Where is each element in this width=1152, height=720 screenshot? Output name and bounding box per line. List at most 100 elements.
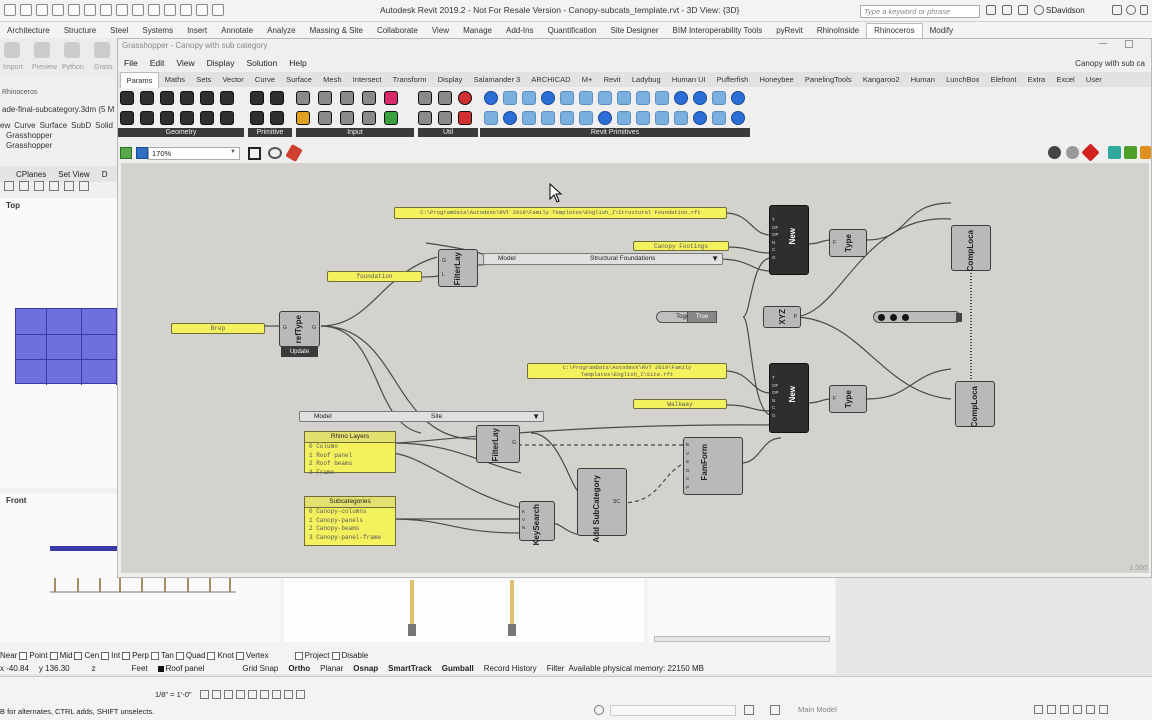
paste-icon[interactable]: [79, 181, 89, 191]
gh-tab-display[interactable]: Display: [437, 75, 463, 84]
revit-face-icon[interactable]: [484, 110, 498, 125]
toggle-value[interactable]: True: [687, 311, 717, 323]
preview-eye-icon[interactable]: [268, 147, 282, 159]
xyz-component[interactable]: XYZ P: [763, 306, 801, 328]
list-item[interactable]: 1 Roof panel: [309, 451, 353, 459]
gh-menu-help[interactable]: Help: [289, 58, 307, 68]
gh-tab-maths[interactable]: Maths: [164, 75, 186, 84]
color-swatch-icon[interactable]: [384, 91, 398, 105]
subcategories-list[interactable]: Subcategories 0 Canopy-columns 1 Canopy-…: [304, 496, 396, 546]
menu-curve[interactable]: Curve: [14, 121, 36, 130]
structural-foundation-path-panel[interactable]: C:\ProgramData\Autodesk\RVT 2019\Family …: [394, 207, 727, 219]
walkway-panel[interactable]: Walkway: [633, 399, 727, 409]
subscription-icon[interactable]: [1002, 5, 1012, 15]
revit-tab-pyrevit[interactable]: pyRevit: [776, 25, 803, 35]
tag-icon[interactable]: [132, 4, 144, 16]
osnap-project[interactable]: Project: [294, 651, 330, 660]
revit-schedule-icon[interactable]: [655, 110, 669, 125]
rhino-gh-tab-2[interactable]: Grasshopper: [6, 141, 53, 150]
revit-element-icon[interactable]: [503, 91, 517, 105]
rhino-gh-tab-1[interactable]: Grasshopper: [6, 131, 53, 140]
gradient-icon[interactable]: [296, 110, 310, 125]
gh-tab-transform[interactable]: Transform: [392, 75, 427, 84]
menu-surface[interactable]: Surface: [39, 121, 68, 130]
curve-param-icon[interactable]: [180, 91, 194, 105]
crop-view-icon[interactable]: [248, 690, 257, 699]
gh-tab-elefront[interactable]: Elefront: [990, 75, 1017, 84]
roof-panel-plan[interactable]: [15, 308, 121, 385]
revit-3d-viewport[interactable]: [284, 578, 644, 642]
print-icon[interactable]: [34, 181, 44, 191]
osnap-cen[interactable]: Cen: [74, 651, 99, 660]
osnap-point[interactable]: Point: [19, 651, 48, 660]
revit-design-option-icon[interactable]: [731, 110, 745, 125]
gh-tab-honeybee[interactable]: Honeybee: [759, 75, 794, 84]
md-slider-icon[interactable]: [362, 110, 376, 125]
python-icon[interactable]: [64, 42, 80, 58]
workset-dropdown[interactable]: [610, 705, 736, 716]
undo-icon[interactable]: [52, 4, 64, 16]
slider-grip[interactable]: [956, 313, 962, 322]
revit-group-icon[interactable]: [712, 110, 726, 125]
revit-tab-massing-site[interactable]: Massing & Site: [309, 25, 363, 35]
front-elevation-canopy[interactable]: [0, 578, 280, 642]
osnap-toggle[interactable]: Osnap: [353, 664, 379, 673]
extra-icon[interactable]: [1140, 146, 1151, 159]
revit-material-icon[interactable]: [617, 91, 631, 105]
cherry-icon[interactable]: [458, 91, 472, 105]
revit-space-icon[interactable]: [617, 110, 631, 125]
text-icon[interactable]: [148, 4, 160, 16]
preview-selected-icon[interactable]: [1081, 143, 1100, 162]
shadows-icon[interactable]: [236, 690, 245, 699]
binoculars-icon[interactable]: [986, 5, 996, 15]
revit-workset-icon[interactable]: [674, 91, 688, 105]
revit-document-icon[interactable]: [522, 91, 536, 105]
detail-level-icon[interactable]: [200, 690, 209, 699]
update-button[interactable]: Update: [281, 347, 318, 357]
revit-view-icon[interactable]: [636, 91, 650, 105]
site-dropdown[interactable]: Model Site ▼: [299, 411, 544, 422]
help-icon[interactable]: [1126, 5, 1136, 15]
osnap-knot[interactable]: Knot: [207, 651, 234, 660]
revit-assembly-icon[interactable]: [693, 110, 707, 125]
gh-canvas[interactable]: C:\ProgramData\Autodesk\RVT 2019\Family …: [121, 163, 1149, 573]
menu-view[interactable]: ew: [0, 121, 11, 130]
reveal-hidden-icon[interactable]: [296, 690, 305, 699]
set-view-tab[interactable]: Set View: [58, 169, 90, 179]
revit-room-icon[interactable]: [579, 110, 593, 125]
comploca-component-2[interactable]: CompLoca: [955, 381, 995, 427]
comploca-component[interactable]: CompLoca: [951, 225, 991, 271]
gh-tab-surface[interactable]: Surface: [286, 75, 312, 84]
gh-minimize-icon[interactable]: [1099, 43, 1107, 44]
design-options-icon[interactable]: [770, 705, 780, 715]
slider-icon[interactable]: [340, 91, 354, 105]
current-layer[interactable]: Roof panel: [165, 664, 205, 673]
grasshopper-icon[interactable]: [94, 42, 110, 58]
revit-filter-icon[interactable]: [731, 91, 745, 105]
list-item[interactable]: 3 Frame: [309, 468, 335, 476]
gh-tab-user[interactable]: User: [1085, 75, 1102, 84]
gh-tab-ladybug[interactable]: Ladybug: [631, 75, 661, 84]
gh-tab-lunchbox[interactable]: LunchBox: [946, 75, 980, 84]
save-icon[interactable]: [36, 4, 48, 16]
rhino-layers-list[interactable]: Rhino Layers 0 Column 1 Roof panel 2 Roo…: [304, 431, 396, 476]
gene-pool-icon[interactable]: [384, 110, 398, 125]
osnap-int[interactable]: Int: [101, 651, 120, 660]
integer-param-icon[interactable]: [270, 91, 284, 105]
ortho-toggle[interactable]: Ortho: [288, 664, 311, 673]
zoom-level-input[interactable]: 170%: [148, 147, 240, 160]
list-item[interactable]: 2 Roof beams: [309, 460, 353, 467]
section-icon[interactable]: [180, 4, 192, 16]
gh-menu-edit[interactable]: Edit: [149, 58, 165, 68]
revit-tab-modify[interactable]: Modify: [929, 25, 954, 35]
revit-tab-analyze[interactable]: Analyze: [267, 25, 296, 35]
surface-param-icon[interactable]: [180, 110, 194, 125]
stop-icon[interactable]: [902, 314, 909, 321]
open-icon[interactable]: [20, 4, 32, 16]
box-param-icon[interactable]: [120, 91, 134, 105]
select-pinned-icon[interactable]: [1060, 705, 1069, 714]
revit-tab-insert[interactable]: Insert: [187, 25, 208, 35]
minimize-icon[interactable]: [1140, 5, 1148, 15]
pause-icon[interactable]: [890, 314, 897, 321]
close-hidden-icon[interactable]: [196, 4, 208, 16]
